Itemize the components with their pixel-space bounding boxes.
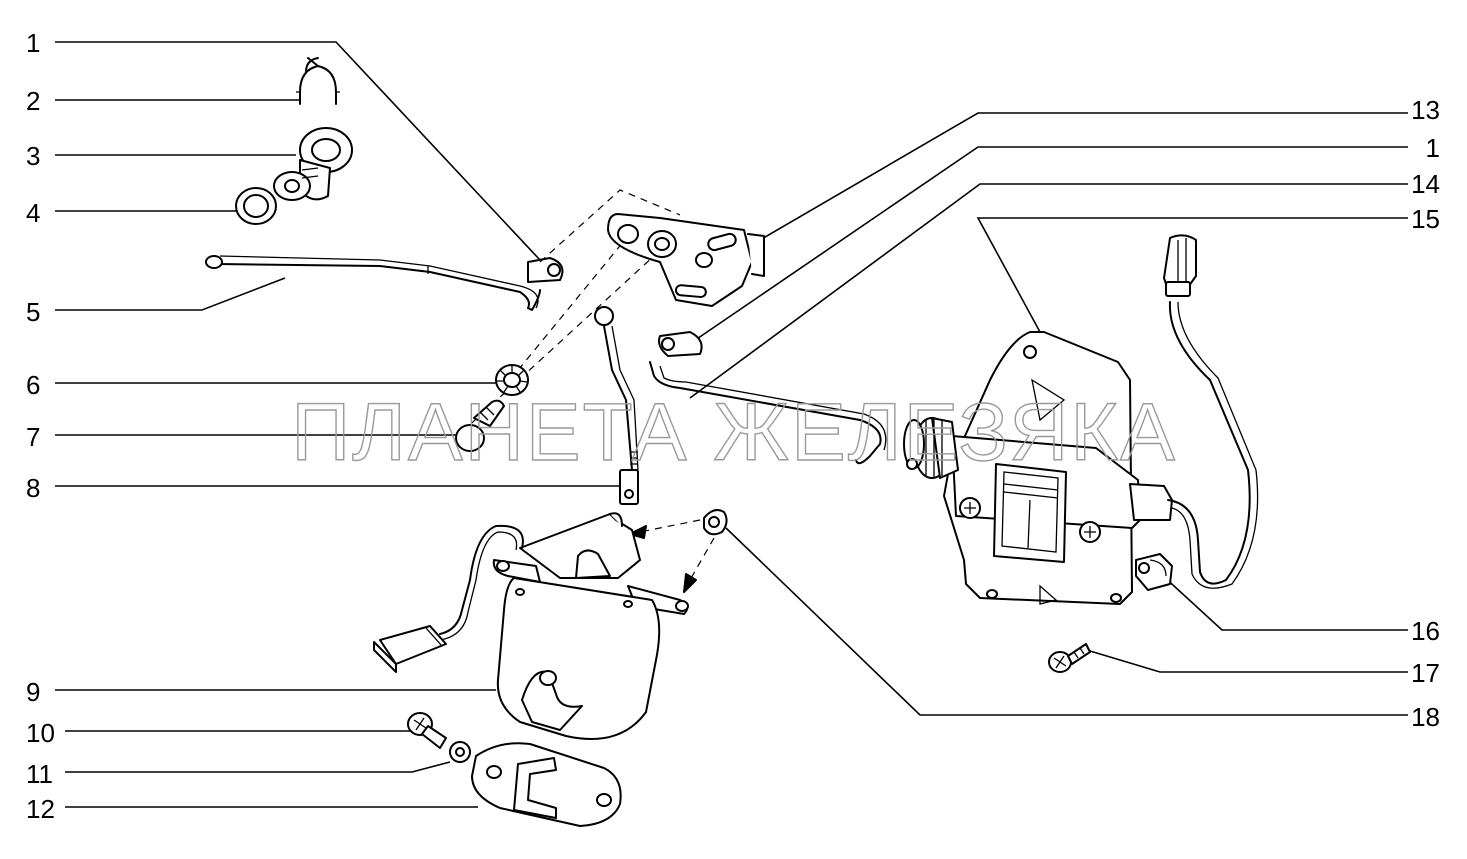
cable-clip-part-16 xyxy=(1135,553,1173,591)
tie-rod-part-8 xyxy=(594,306,639,505)
callout-16: 16 xyxy=(1411,616,1440,646)
callout-10: 10 xyxy=(26,718,55,748)
rod-clip-part-1-right xyxy=(658,331,703,357)
watermark-text: ПЛАНЕТА ЖЕЛЕЗЯКА xyxy=(291,387,1177,478)
callout-14: 14 xyxy=(1411,169,1440,199)
leader-line-16 xyxy=(1161,574,1408,631)
callout-12: 12 xyxy=(26,794,55,824)
callout-8: 8 xyxy=(26,473,40,503)
striker-plate-part-12 xyxy=(471,742,622,827)
leader-line-5 xyxy=(55,277,286,311)
leader-line-1 xyxy=(55,41,541,261)
leader-line-13 xyxy=(759,112,1408,241)
screw-part-17 xyxy=(1048,643,1091,673)
bolt-part-7 xyxy=(455,399,505,452)
callout-13: 13 xyxy=(1411,95,1440,125)
callout-7: 7 xyxy=(26,422,40,452)
callout-2: 2 xyxy=(26,86,40,116)
leader-line-14 xyxy=(689,183,1408,399)
nut-part-18 xyxy=(629,509,728,593)
screw-part-10 xyxy=(407,712,447,749)
callout-9: 9 xyxy=(26,677,40,707)
lock-cylinder-part-3 xyxy=(273,127,353,201)
washer-part-4 xyxy=(235,187,277,225)
leader-line-17 xyxy=(1079,647,1408,673)
rod-clip-part-1 xyxy=(527,257,564,283)
callouts-left: 1 2 3 4 5 6 7 8 9 10 11 12 xyxy=(26,28,55,824)
callout-3: 3 xyxy=(26,141,40,171)
callout-11: 11 xyxy=(26,759,53,789)
leader-line-11 xyxy=(65,761,451,773)
rod-part-5 xyxy=(205,255,541,311)
lever-plate-part-13 xyxy=(607,213,765,307)
leader-line-15 xyxy=(976,217,1408,333)
nut-part-11 xyxy=(449,741,471,763)
callout-17: 17 xyxy=(1411,658,1440,688)
callout-4: 4 xyxy=(26,198,40,228)
callout-15: 15 xyxy=(1411,204,1440,234)
leader-lines xyxy=(55,41,1408,808)
callout-1: 1 xyxy=(26,28,40,58)
actuator-part-15 xyxy=(903,331,1173,605)
callout-18: 18 xyxy=(1411,702,1440,732)
rod-part-14 xyxy=(649,361,887,465)
latch-part-9 xyxy=(373,512,689,740)
callout-6: 6 xyxy=(26,370,40,400)
spring-clip-part-2 xyxy=(296,57,340,105)
leader-line-1-right xyxy=(687,146,1408,346)
leader-line-18 xyxy=(725,527,1408,716)
actuator-cable xyxy=(1163,234,1259,589)
star-washer-part-6 xyxy=(495,364,529,396)
callouts-right: 13 1 14 15 16 17 18 xyxy=(1411,95,1440,732)
callout-1-right: 1 xyxy=(1426,133,1440,163)
callout-5: 5 xyxy=(26,297,40,327)
